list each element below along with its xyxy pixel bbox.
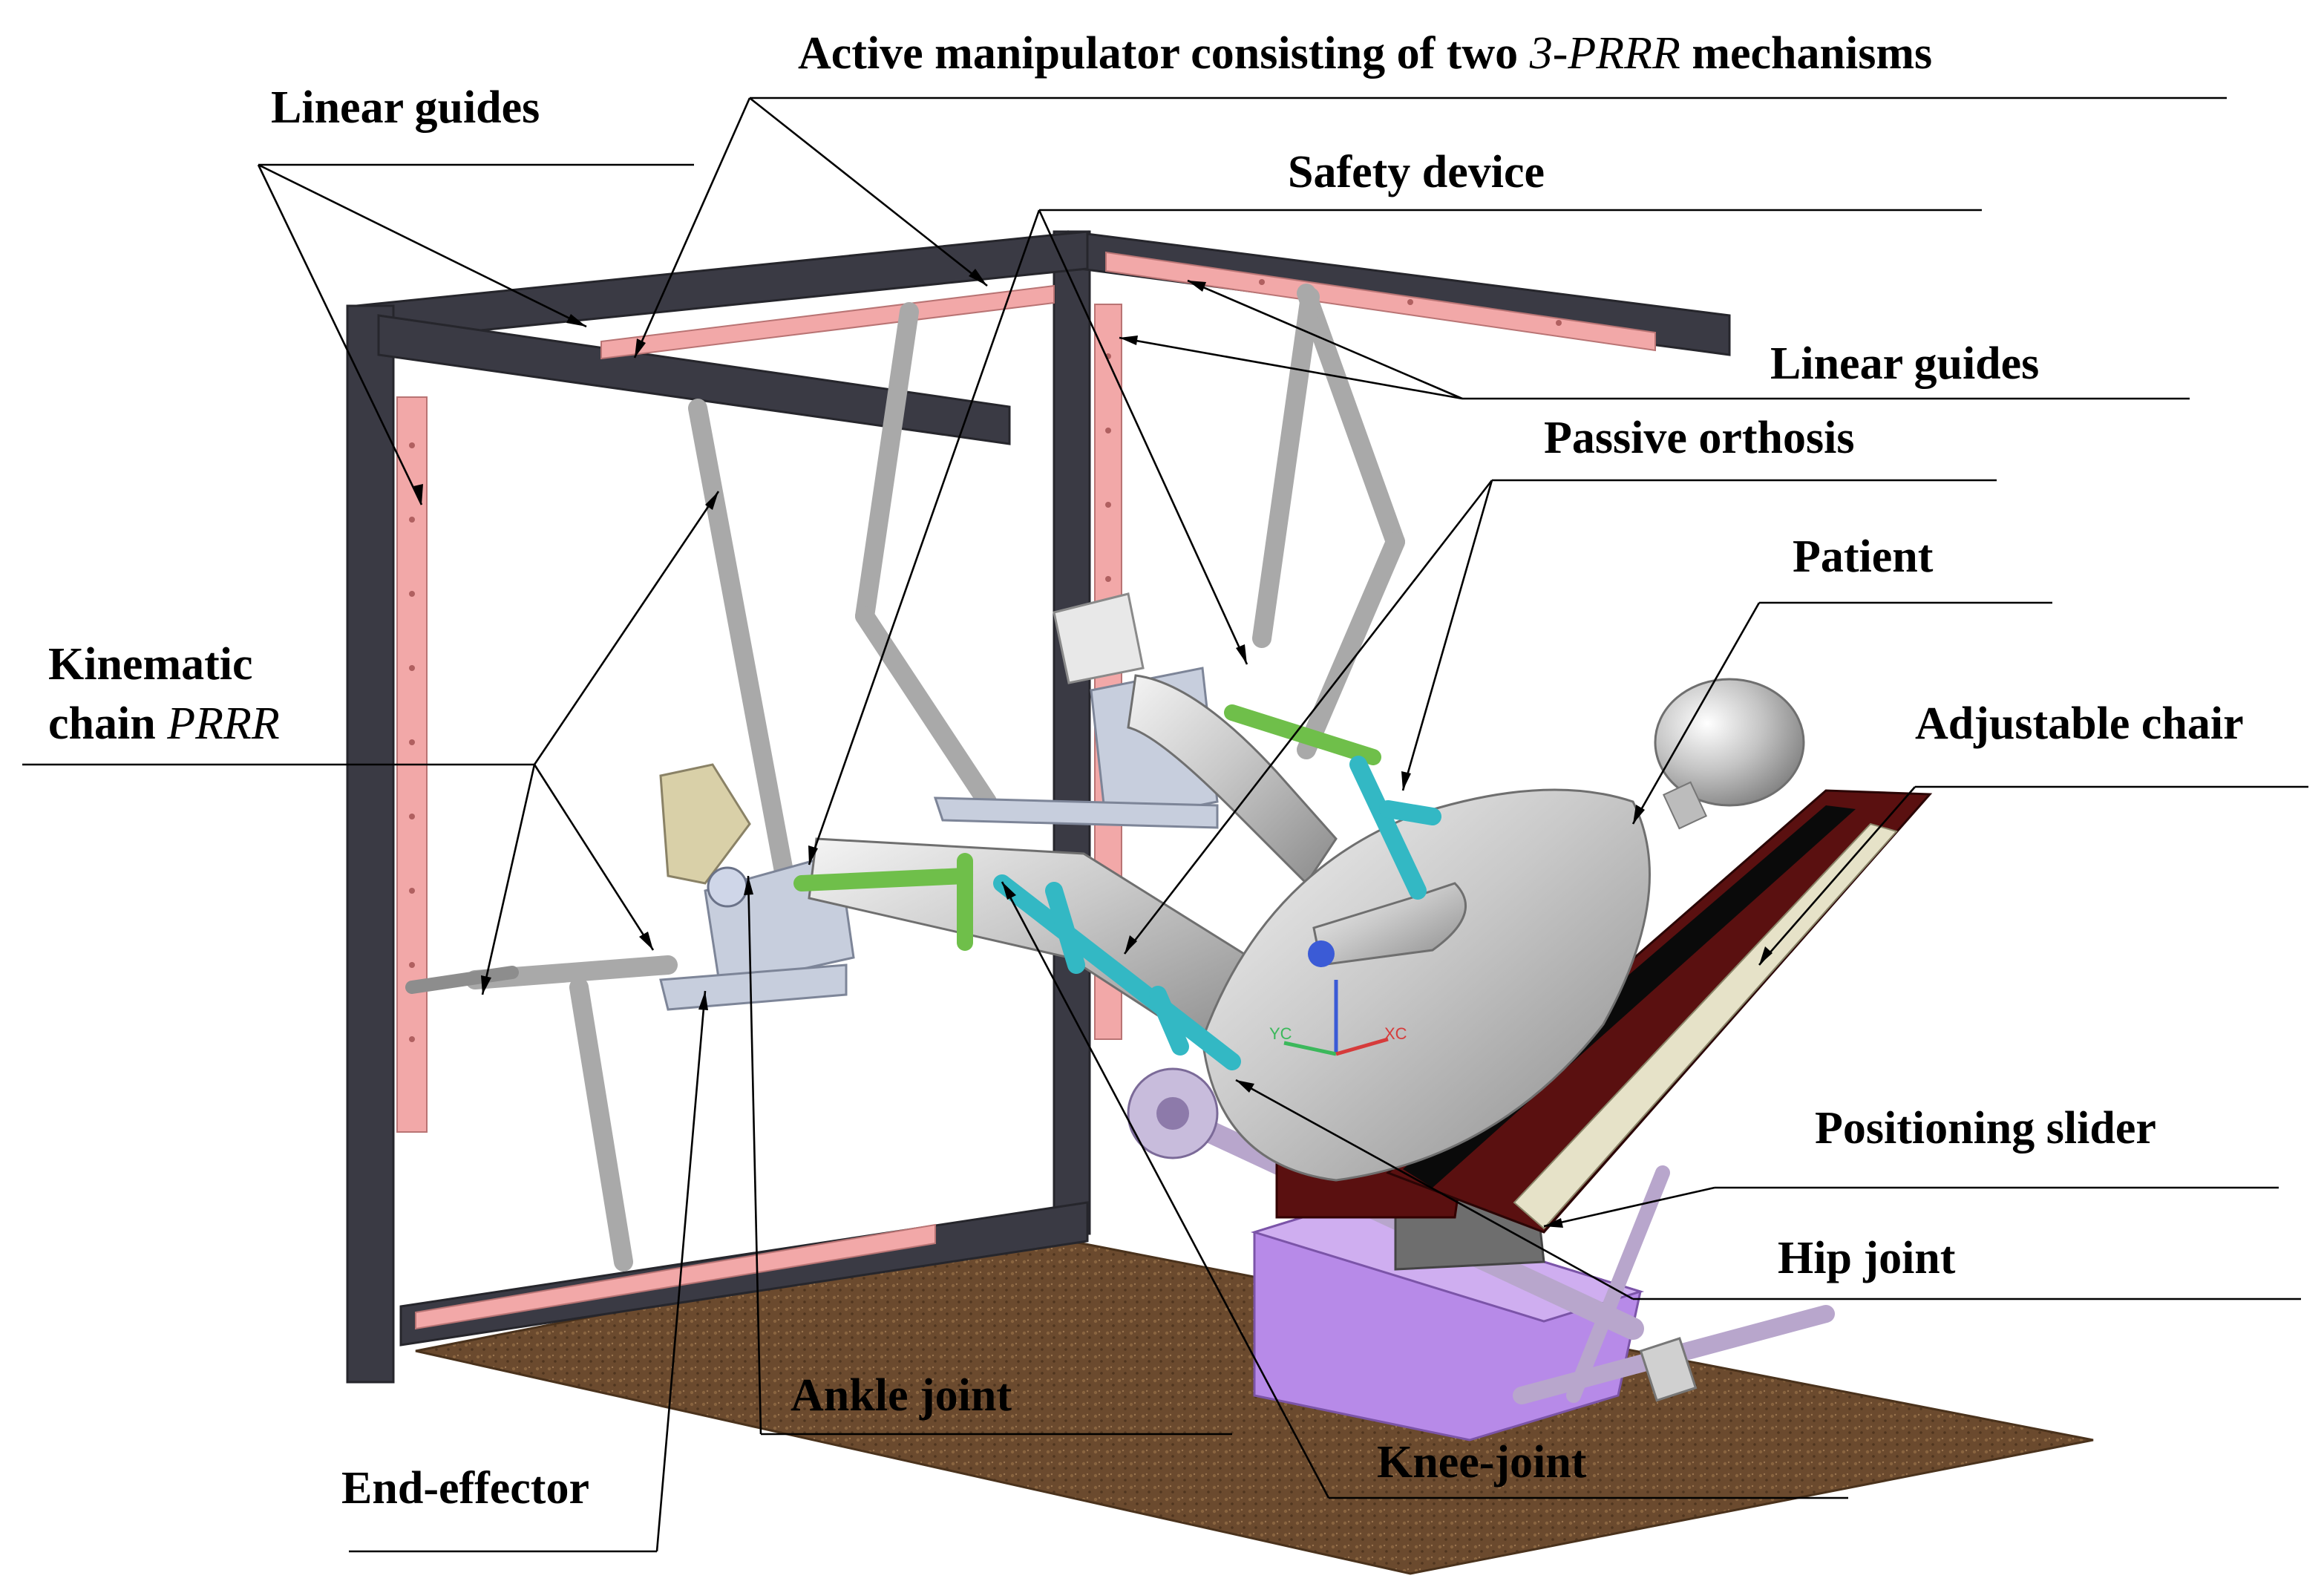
- label-active-manipulator: Active manipulator consisting of two 3-P…: [798, 28, 1932, 79]
- axis-label-yc: YC: [1269, 1024, 1292, 1043]
- label-positioning-slider: Positioning slider: [1815, 1103, 2156, 1154]
- leader-lines: [22, 96, 2308, 1553]
- label-ankle-joint: Ankle joint: [791, 1370, 1012, 1421]
- label-linear-guides-right: Linear guides: [1770, 338, 2039, 389]
- label-kinematic-chain-line2: chain PRRR: [48, 698, 280, 749]
- label-patient: Patient: [1793, 531, 1934, 582]
- passive-orthosis: [793, 704, 1441, 1070]
- label-kinematic-chain-line1: Kinematic: [48, 639, 253, 690]
- label-safety-device: Safety device: [1288, 147, 1545, 197]
- label-end-effector: End-effector: [341, 1463, 589, 1514]
- label-passive-orthosis: Passive orthosis: [1544, 413, 1855, 463]
- label-hip-joint: Hip joint: [1778, 1233, 1956, 1283]
- axis-label-xc: XC: [1384, 1024, 1407, 1043]
- label-adjustable-chair: Adjustable chair: [1915, 698, 2244, 749]
- label-knee-joint: Knee-joint: [1377, 1437, 1587, 1488]
- frame: [346, 230, 1731, 1384]
- label-linear-guides-left: Linear guides: [271, 82, 540, 133]
- coordinate-axes: YC XC: [1269, 980, 1407, 1056]
